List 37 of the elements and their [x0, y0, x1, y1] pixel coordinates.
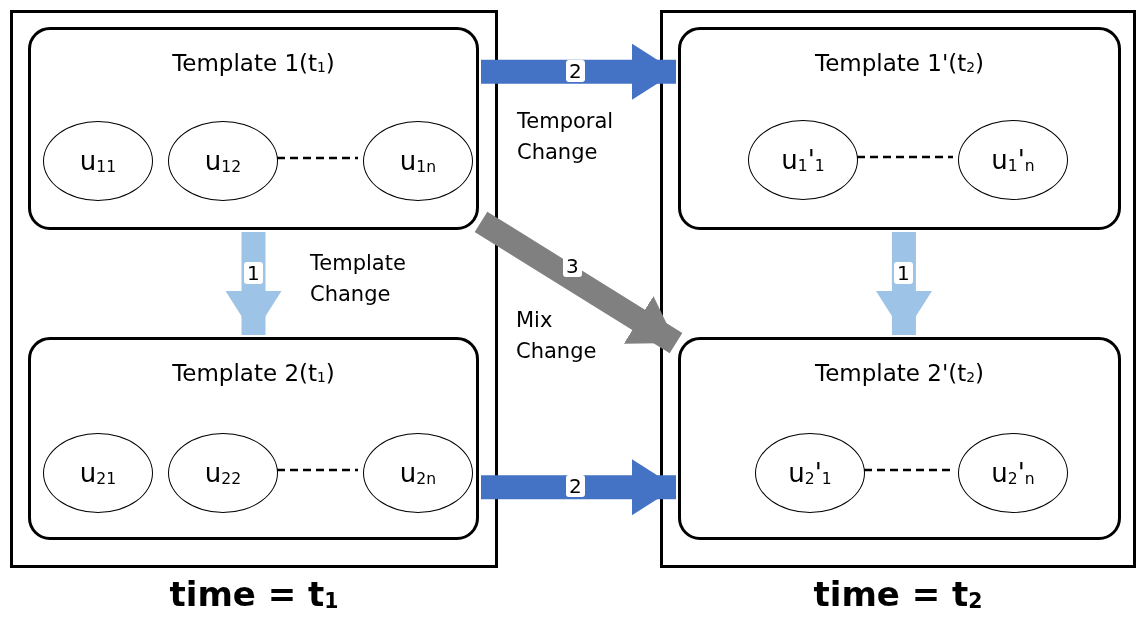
unit-ellipse: u$_{1}$'$_{1}$ — [748, 120, 858, 200]
note-text: Template Change — [310, 250, 407, 308]
block-arrow — [875, 232, 932, 335]
time-label: time = t$_{1}$ — [168, 574, 340, 614]
edge-label: 3 — [563, 255, 582, 277]
template-box — [678, 27, 1121, 230]
note-text: Temporal Change — [517, 108, 615, 166]
template-title: Template 1(t$_{1}$) — [171, 50, 336, 76]
edge-label: 2 — [566, 60, 585, 82]
unit-ellipse: u$_{21}$ — [43, 433, 153, 513]
dashed-line — [864, 468, 953, 472]
unit-ellipse: u$_{2n}$ — [363, 433, 473, 513]
template-title: Template 2'(t$_{2}$) — [814, 360, 985, 386]
dashed-line — [857, 155, 953, 159]
edge-label: 2 — [566, 475, 585, 497]
block-arrow — [481, 459, 676, 516]
block-arrow — [225, 232, 282, 335]
unit-ellipse: u$_{22}$ — [168, 433, 278, 513]
unit-ellipse: u$_{2}$'$_{1}$ — [755, 433, 865, 513]
unit-ellipse: u$_{1n}$ — [363, 121, 473, 201]
edge-label: 1 — [894, 262, 913, 284]
dashed-line — [277, 156, 358, 160]
template-box — [678, 337, 1121, 540]
note-text: Mix Change — [516, 307, 598, 365]
block-arrow — [481, 43, 676, 100]
unit-ellipse: u$_{1}$'$_{n}$ — [958, 120, 1068, 200]
dashed-line — [277, 468, 358, 472]
time-label: time = t$_{2}$ — [812, 574, 984, 614]
template-box — [28, 337, 479, 540]
template-box — [28, 27, 479, 230]
edge-label: 1 — [244, 262, 263, 284]
unit-ellipse: u$_{2}$'$_{n}$ — [958, 433, 1068, 513]
unit-ellipse: u$_{11}$ — [43, 121, 153, 201]
template-title: Template 2(t$_{1}$) — [171, 360, 336, 386]
unit-ellipse: u$_{12}$ — [168, 121, 278, 201]
template-title: Template 1'(t$_{2}$) — [814, 50, 985, 76]
block-arrow — [474, 211, 683, 354]
